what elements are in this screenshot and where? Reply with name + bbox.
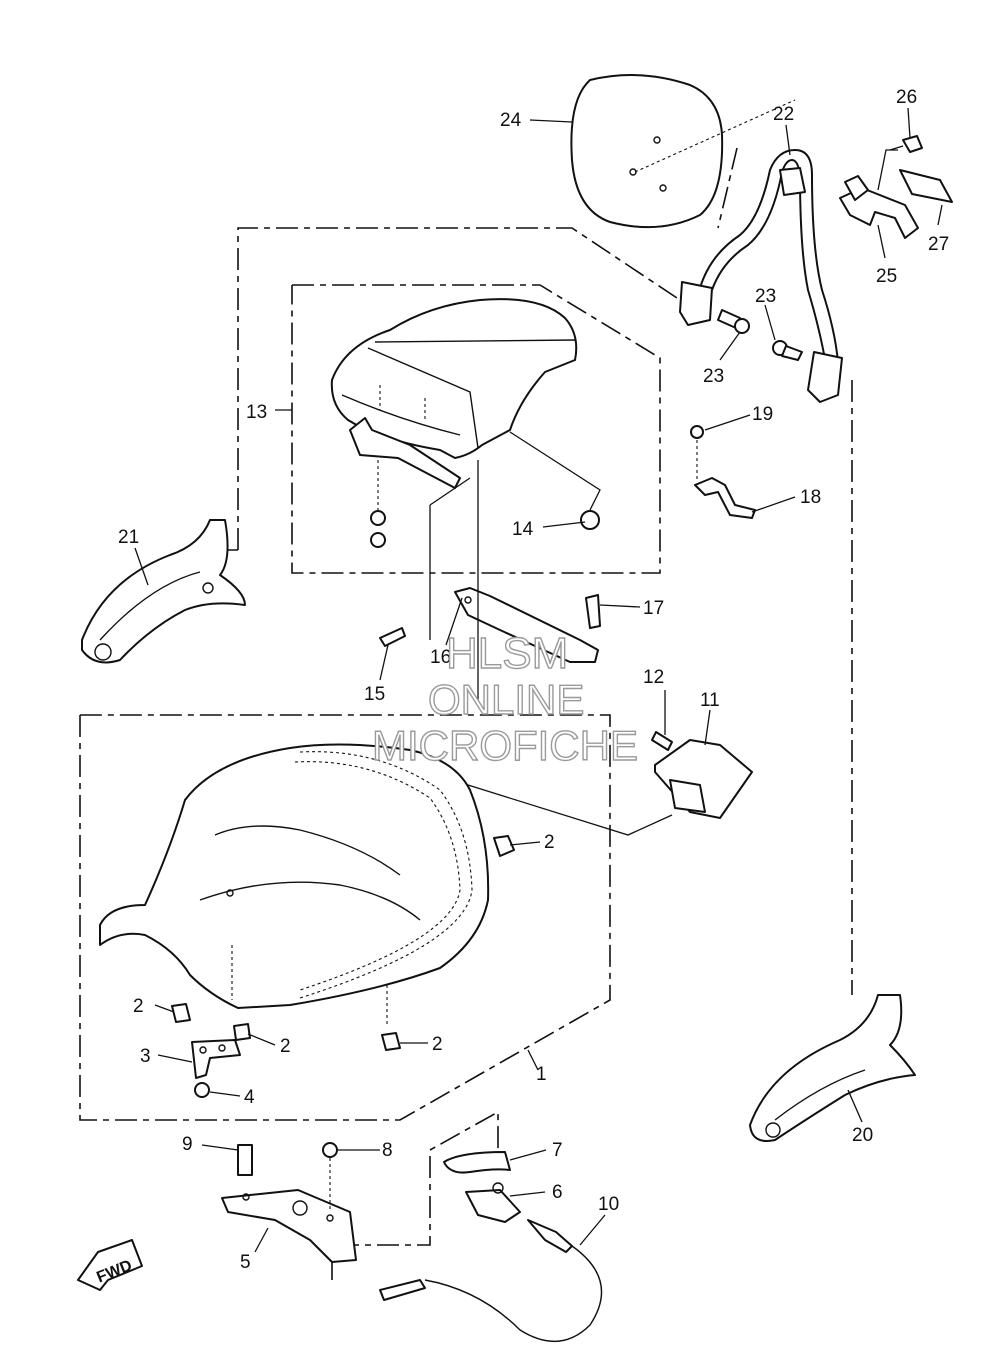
bolt-23-right (772, 340, 803, 361)
bolt-19 (690, 425, 704, 480)
backrest-pad (570, 74, 796, 229)
callout-24: 24 (500, 110, 522, 131)
damper-2-right (493, 835, 515, 857)
bolt-17 (585, 594, 601, 629)
bracket-16 (454, 587, 599, 663)
callout-9: 9 (182, 1134, 193, 1155)
group-box-main-seat (79, 714, 611, 1121)
watermark-line2: ONLINE (428, 676, 584, 723)
callout-5: 5 (240, 1252, 251, 1273)
callout-2-center: 2 (280, 1036, 291, 1057)
damper-2-center (233, 1023, 251, 1041)
leader-lines (134, 107, 943, 1253)
callout-25: 25 (876, 266, 897, 287)
callout-2-right: 2 (544, 832, 555, 853)
callout-27: 27 (928, 234, 949, 255)
main-seat-link-line (419, 769, 673, 836)
callout-15: 15 (364, 684, 385, 705)
stay-18 (694, 477, 756, 519)
fwd-badge: FWD (77, 1239, 143, 1291)
bolt-9 (237, 1144, 253, 1176)
callout-23-left: 23 (703, 366, 724, 387)
group-box-pillion (291, 284, 661, 574)
bracket-25 (839, 175, 919, 239)
callout-23-right: 23 (755, 286, 776, 307)
callout-10: 10 (598, 1194, 619, 1215)
callout-labels: 24 22 26 27 25 23 23 19 18 13 14 21 17 1… (118, 87, 949, 1273)
grab-bar-right (749, 994, 916, 1142)
callout-21: 21 (118, 527, 139, 548)
nut-14 (580, 510, 600, 530)
backrest-stay (679, 149, 843, 403)
pillion-hook-line (509, 431, 601, 511)
main-seat (99, 743, 490, 1025)
callout-7: 7 (552, 1140, 563, 1161)
callout-3: 3 (140, 1046, 151, 1067)
callout-20: 20 (852, 1125, 873, 1146)
pillion-seat (330, 298, 578, 489)
callout-26: 26 (896, 87, 917, 108)
callout-4: 4 (244, 1087, 255, 1108)
watermark-line3: MICROFICHE (372, 722, 638, 769)
callout-12: 12 (643, 667, 664, 688)
hook-7 (443, 1151, 511, 1174)
callout-22: 22 (773, 104, 794, 125)
bolt-12 (651, 731, 673, 751)
callout-6: 6 (552, 1182, 563, 1203)
callout-14: 14 (512, 519, 534, 540)
nut-4 (194, 1082, 210, 1098)
callout-2-bottom: 2 (432, 1034, 443, 1055)
callout-18: 18 (800, 487, 821, 508)
lock-6 (465, 1182, 521, 1223)
bolt-26 (889, 135, 923, 153)
nut-8 (322, 1142, 338, 1212)
bracket-3 (191, 1039, 241, 1079)
callout-13: 13 (246, 402, 267, 423)
callout-19: 19 (752, 404, 773, 425)
grab-bar-left (81, 519, 246, 664)
callout-1: 1 (536, 1064, 547, 1085)
callout-16: 16 (430, 647, 451, 668)
bolt-15 (379, 477, 471, 647)
bolt-23-left (717, 309, 750, 334)
callout-8: 8 (382, 1140, 393, 1161)
cable-10 (379, 1219, 603, 1342)
watermark: HLSM ONLINE MICROFICHE (371, 628, 638, 769)
watermark-line1: HLSM (446, 629, 568, 678)
callout-17: 17 (643, 598, 664, 619)
damper-2-bottom (381, 1032, 401, 1051)
bolt-pillion (370, 460, 386, 548)
callout-2-left: 2 (133, 996, 144, 1017)
damper-27 (877, 149, 953, 203)
bracket-11 (654, 739, 753, 819)
damper-2-left (171, 1003, 191, 1023)
callout-11: 11 (700, 690, 720, 711)
plate-5 (221, 1189, 357, 1263)
